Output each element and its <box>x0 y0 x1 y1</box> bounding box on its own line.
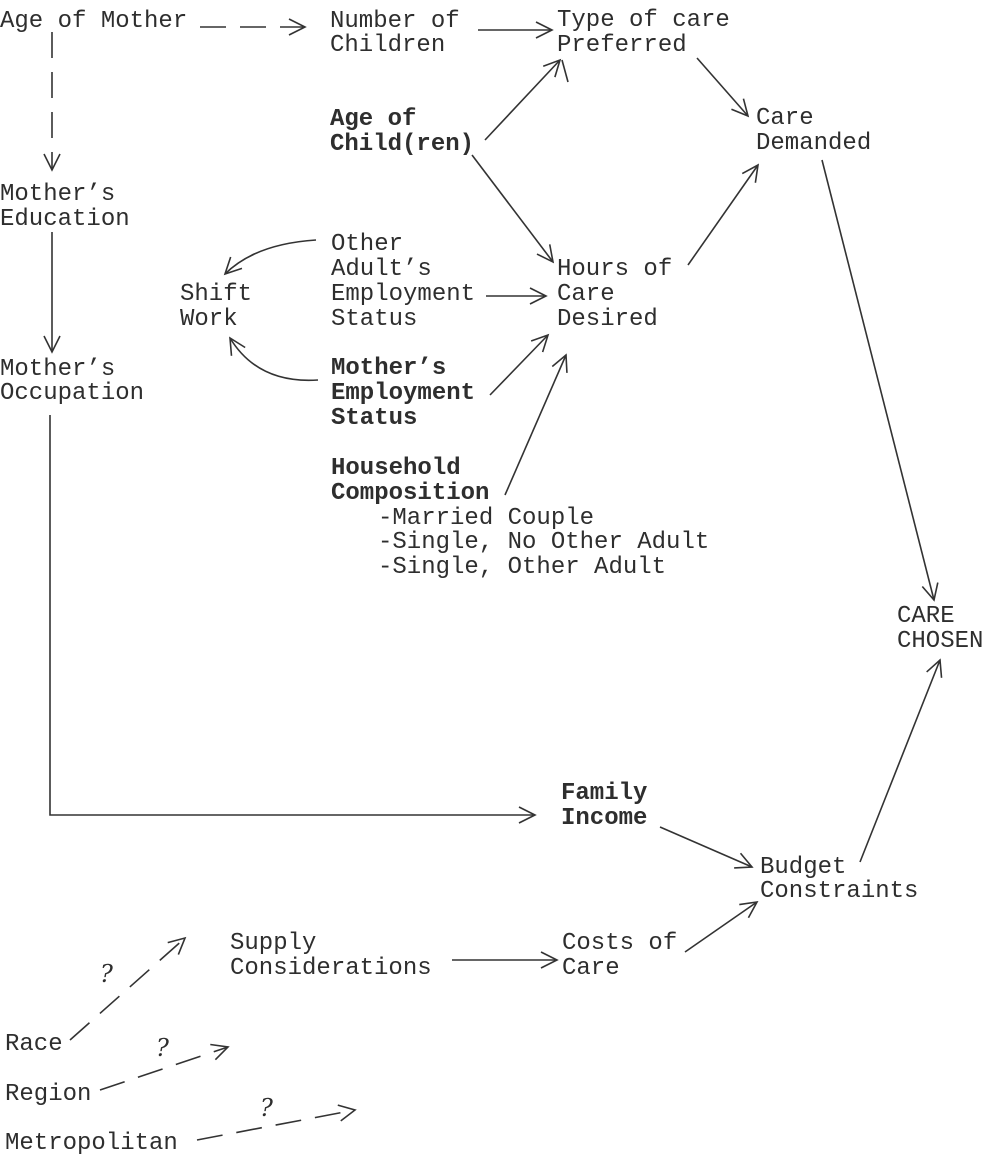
arrow-budget-to-chosen <box>859 658 943 863</box>
household-type: -Single, No Other Adult <box>378 529 709 556</box>
question-mark: ? <box>260 1094 273 1122</box>
node-label: Number of <box>330 8 460 35</box>
node-label: Income <box>561 805 647 832</box>
arrow-otheradult-to-shift <box>223 239 317 276</box>
arrow-metropolitan <box>196 1104 357 1141</box>
node-metropolitan: Metropolitan <box>5 1130 178 1157</box>
arrow-race-to-supply <box>69 936 187 1041</box>
stroke-mark <box>561 59 569 83</box>
node-label: Budget <box>760 854 846 881</box>
node-label: Other <box>331 231 403 258</box>
node-care-demanded: Care Demanded <box>756 105 871 157</box>
node-family-income: Family Income <box>561 780 647 832</box>
node-label: Care <box>562 955 620 982</box>
node-label: Constraints <box>760 878 918 905</box>
node-label: Desired <box>557 306 658 333</box>
arrow-demanded-to-chosen <box>821 159 939 602</box>
node-label: Considerations <box>230 955 432 982</box>
node-label: Demanded <box>756 130 871 157</box>
node-care-chosen: CARE CHOSEN <box>897 603 982 655</box>
question-mark: ? <box>100 960 113 988</box>
node-label: Age of <box>330 106 416 133</box>
node-mothers-occupation: Mother’s Occupation <box>0 356 144 407</box>
question-mark: ? <box>156 1034 169 1062</box>
node-supply-considerations: Supply Considerations <box>230 930 432 982</box>
node-label: Shift <box>180 281 252 308</box>
node-label: Age of Mother <box>0 8 187 35</box>
node-label: Hours of <box>557 256 672 283</box>
node-number-of-children: Number of Children <box>330 8 460 59</box>
arrow-household-to-hours <box>504 353 568 496</box>
node-costs-of-care: Costs of Care <box>562 930 677 982</box>
arrow-mother-employment-to-hours <box>489 333 550 396</box>
arrow-childage-to-hours <box>471 154 555 264</box>
node-household-composition: Household Composition -Married Couple -S… <box>331 455 709 581</box>
node-label: Employment <box>331 380 475 407</box>
node-label: CARE <box>897 603 955 630</box>
node-label: Mother’s <box>331 355 446 382</box>
arrow-hours-to-demanded <box>687 163 760 266</box>
node-label: Composition <box>331 480 489 507</box>
household-type: -Single, Other Adult <box>378 554 666 581</box>
node-type-of-care: Type of care Preferred <box>557 7 730 59</box>
node-hours-of-care: Hours of Care Desired <box>557 256 672 333</box>
node-label: Supply <box>230 930 316 957</box>
household-type: -Married Couple <box>378 505 594 532</box>
node-label: Children <box>330 32 445 59</box>
arrow-childage-to-type <box>484 58 562 141</box>
node-age-of-mother: Age of Mother <box>0 8 187 35</box>
node-label: Costs of <box>562 930 677 957</box>
node-budget-constraints: Budget Constraints <box>760 854 918 905</box>
node-label: Household <box>331 455 461 482</box>
node-label: CHOSEN <box>897 628 982 655</box>
node-label: Child(ren) <box>330 131 474 158</box>
node-label: Occupation <box>0 380 144 407</box>
node-label: Work <box>180 306 238 333</box>
node-label: Adult’s <box>331 256 432 283</box>
node-region: Region <box>5 1081 91 1108</box>
node-shift-work: Shift Work <box>180 281 252 333</box>
node-label: Family <box>561 780 647 807</box>
node-age-of-children: Age of Child(ren) <box>330 106 474 158</box>
node-label: Education <box>0 206 130 233</box>
node-mothers-employment: Mother’s Employment Status <box>331 355 475 432</box>
arrow-income-to-budget <box>659 826 754 869</box>
node-label: Status <box>331 405 417 432</box>
arrow-occupation-to-income <box>49 415 537 824</box>
node-label: Employment <box>331 281 475 308</box>
node-race: Race <box>5 1031 63 1058</box>
node-label: Mother’s <box>0 181 115 208</box>
node-other-adult-employment: Other Adult’s Employment Status <box>331 231 475 333</box>
edges <box>43 18 943 1141</box>
node-label: Preferred <box>557 32 687 59</box>
node-label: Care <box>756 105 814 132</box>
node-mothers-education: Mother’s Education <box>0 181 130 233</box>
arrow-type-to-demanded <box>696 57 750 118</box>
arrow-region <box>99 1043 230 1091</box>
node-label: Type of care <box>557 7 730 34</box>
arrow-mother-employment-to-shift <box>229 336 319 382</box>
node-label: Care <box>557 281 615 308</box>
arrow-costs-to-budget <box>684 900 759 953</box>
node-label: Status <box>331 306 417 333</box>
node-label: Mother’s <box>0 356 115 383</box>
